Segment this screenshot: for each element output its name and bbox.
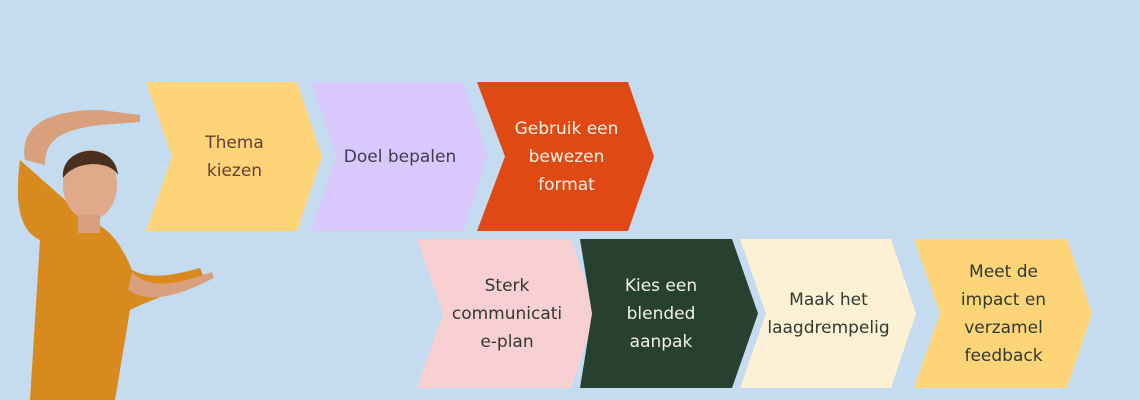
process-step-2: Doel bepalen: [311, 82, 488, 231]
process-step-4: Sterk communicati e-plan: [417, 239, 596, 388]
step-label-line: verzamel: [964, 317, 1043, 338]
process-step-5: Kies een blended aanpak: [580, 239, 758, 388]
person-pointing-illustration: [17, 110, 214, 400]
process-step-3: Gebruik een bewezen format: [477, 82, 654, 231]
process-step-label: Thema kiezen: [205, 129, 264, 185]
step-label-line: feedback: [964, 345, 1043, 366]
step-label-line: Kies een: [624, 275, 698, 296]
step-label-line: format: [538, 174, 595, 195]
step-label-line: bewezen: [528, 146, 605, 167]
step-label-line: laagdrempelig: [767, 317, 890, 338]
step-label-line: Sterk: [484, 275, 530, 296]
process-step-6: Maak het laagdrempelig: [740, 239, 916, 388]
step-label-line: Gebruik een: [514, 118, 619, 139]
process-step-label: Doel bepalen: [344, 143, 457, 171]
step-label-line: communicati: [451, 303, 563, 324]
step-label-line: Doel bepalen: [343, 146, 457, 167]
step-label-line: Meet de: [969, 261, 1038, 282]
process-step-label: Kies een blended aanpak: [625, 272, 697, 356]
process-step-1: Thema kiezen: [146, 82, 322, 231]
process-step-label: Sterk communicati e-plan: [452, 272, 562, 356]
step-label-line: e-plan: [480, 331, 534, 352]
process-step-label: Maak het laagdrempelig: [767, 286, 889, 342]
step-label-line: impact en: [960, 289, 1047, 310]
step-label-line: kiezen: [206, 160, 263, 181]
step-label-line: Maak het: [789, 289, 868, 310]
step-label-line: blended: [626, 303, 696, 324]
step-label-line: Thema: [205, 132, 264, 153]
process-step-7: Meet de impact en verzamel feedback: [914, 239, 1092, 388]
process-step-label: Meet de impact en verzamel feedback: [961, 258, 1046, 370]
step-label-line: aanpak: [629, 331, 693, 352]
process-step-label: Gebruik een bewezen format: [515, 115, 619, 199]
